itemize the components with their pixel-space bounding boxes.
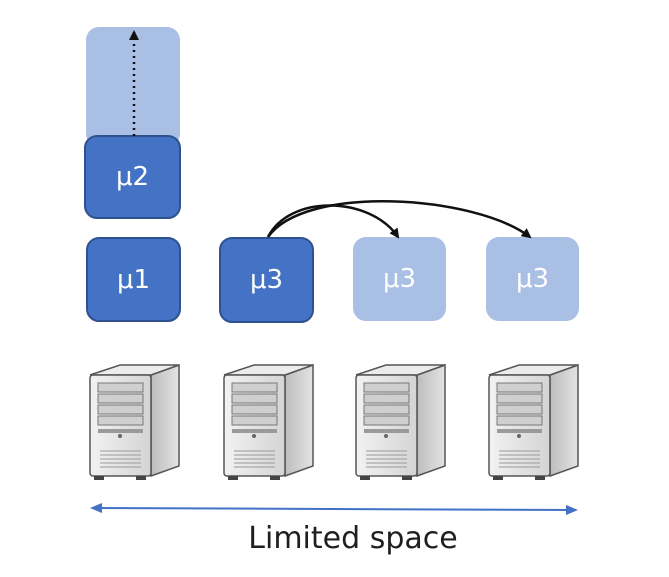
microservice-mu1-box: μ1 (86, 237, 181, 322)
server-tower-icon (488, 364, 579, 481)
microservice-mu3-label: μ3 (249, 265, 284, 295)
microservice-mu2-box: μ2 (84, 135, 181, 219)
server-tower-icon (355, 364, 446, 481)
microservice-mu3-box: μ3 (219, 237, 314, 323)
server-tower-icon (89, 364, 180, 481)
server-tower-icon (223, 364, 314, 481)
microservice-mu1-label: μ1 (116, 264, 151, 295)
limited-space-caption: Limited space (248, 521, 458, 556)
microservice-mu3-replica-label: μ3 (382, 264, 417, 294)
limited-space-arrow (90, 503, 578, 515)
replication-arrow-long (266, 200, 532, 239)
microservice-mu2-label: μ2 (115, 162, 150, 192)
microservice-mu3-replica-box: μ3 (486, 237, 579, 321)
microservice-mu3-replica-box: μ3 (353, 237, 446, 321)
microservice-mu3-replica-label: μ3 (515, 264, 550, 294)
